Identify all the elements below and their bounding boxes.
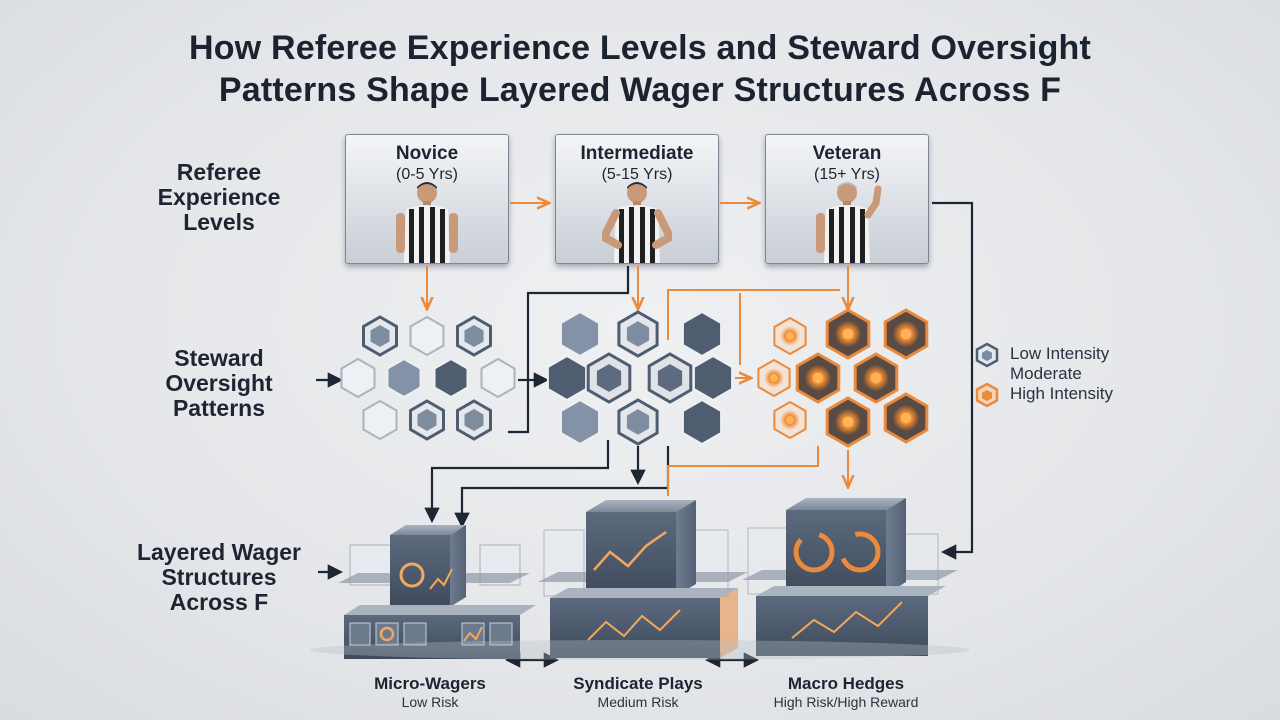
hexagon-shape <box>559 310 601 358</box>
tier-title: Micro-Wagers <box>374 674 486 693</box>
referee-veteran-icon <box>816 182 882 263</box>
hexagon-core <box>626 409 650 435</box>
hex-cluster-intermediate <box>546 310 734 446</box>
hexagon-shape <box>409 315 445 357</box>
tier-subtitle: Medium Risk <box>597 694 679 710</box>
referee-novice-icon <box>396 182 458 263</box>
tier-macro-hedges: Macro Hedges High Risk/High Reward <box>736 674 956 711</box>
tier-subtitle: Low Risk <box>401 694 459 710</box>
hexagon-shape <box>692 354 734 402</box>
intensity-legend: Low Intensity Moderate High Intensity <box>974 342 1113 408</box>
hexagon-shape <box>340 357 376 399</box>
page-title: How Referee Experience Levels and Stewar… <box>188 29 1092 67</box>
floor-shadow <box>310 640 970 660</box>
referee-years: (15+ Yrs) <box>814 166 880 183</box>
tier-title: Macro Hedges <box>787 674 905 693</box>
hexagon-shape <box>559 398 601 446</box>
hexagon-glow-core <box>812 372 824 384</box>
hexagon-core <box>464 325 484 347</box>
hexagon-core <box>370 325 390 347</box>
legend-item-low: Low Intensity <box>974 342 1113 368</box>
hexagon-shape <box>681 310 723 358</box>
tier-micro-wagers: Micro-Wagers Low Risk <box>320 674 540 711</box>
referee-years: (5-15 Yrs) <box>601 166 673 183</box>
referee-card-intermediate: Intermediate (5-15 Yrs) <box>555 134 719 264</box>
hex-cluster-veteran <box>757 308 929 448</box>
hex-cluster-novice <box>340 315 516 441</box>
referee-years: (0-5 Yrs) <box>396 166 458 183</box>
hexagon-core <box>596 364 622 392</box>
steward-row-label: Steward Oversight Patterns <box>165 345 273 421</box>
hexagon-orange-icon <box>975 382 999 408</box>
referee-level-name: Intermediate <box>580 143 694 164</box>
tier-title: Syndicate Plays <box>573 674 703 693</box>
hexagon-shape <box>546 354 588 402</box>
referee-row-label: Referee Experience Levels <box>157 159 281 235</box>
legend-item-high: High Intensity <box>974 382 1113 408</box>
hexagon-shape <box>480 357 516 399</box>
referee-level-name: Veteran <box>812 143 882 164</box>
referee-level-name: Novice <box>395 143 459 164</box>
hexagon-shape <box>681 398 723 446</box>
hexagon-core <box>626 321 650 347</box>
hexagon-glow-core <box>870 372 882 384</box>
hexagon-outline-icon <box>975 342 999 368</box>
orange-connector-lines <box>667 446 848 496</box>
hexagon-glow-core <box>786 416 794 424</box>
wager-stack-macro <box>742 498 958 656</box>
hexagon-glow-core <box>770 374 778 382</box>
wager-row-label: Layered Wager Structures Across F <box>136 539 302 615</box>
hexagon-core <box>657 364 683 392</box>
tier-syndicate-plays: Syndicate Plays Medium Risk <box>528 674 748 711</box>
referee-intermediate-icon <box>602 182 672 263</box>
hexagon-glow-core <box>900 412 912 424</box>
hexagon-core <box>464 409 484 431</box>
referee-to-steward-arrows <box>427 266 848 378</box>
hexagon-glow-core <box>786 332 794 340</box>
hexagon-glow-core <box>900 328 912 340</box>
tier-subtitle: High Risk/High Reward <box>773 694 919 710</box>
hexagon-shape <box>433 357 469 399</box>
referee-card-veteran: Veteran (15+ Yrs) <box>765 134 929 264</box>
wager-stack-syndicate <box>538 500 748 658</box>
referee-card-novice: Novice (0-5 Yrs) <box>345 134 509 264</box>
hexagon-shape <box>386 357 422 399</box>
wager-stack-micro <box>338 525 536 659</box>
legend-item-moderate: Moderate <box>1010 364 1082 383</box>
hexagon-core <box>417 409 437 431</box>
hexagon-glow-core <box>842 416 854 428</box>
hexagon-glow-core <box>842 328 854 340</box>
page-title-line-2: Patterns Shape Layered Wager Structures … <box>218 71 1062 109</box>
hexagon-shape <box>362 399 398 441</box>
